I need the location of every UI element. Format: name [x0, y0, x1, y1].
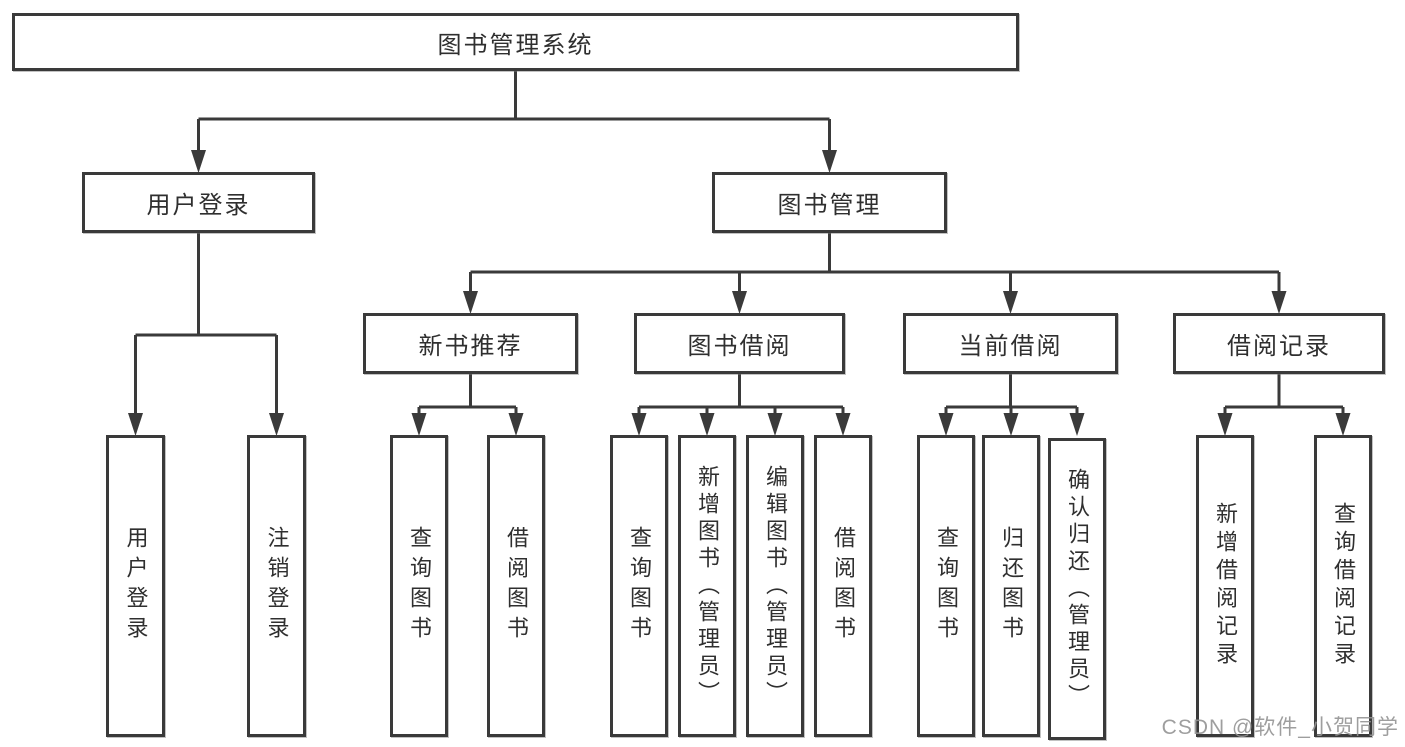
node-current-borrow-label: 当前借阅	[958, 333, 1063, 360]
node-root-label: 图书管理系统	[437, 31, 594, 59]
leaf-add-borrow-record-label: 新增借阅记录	[1213, 502, 1238, 670]
leaf-add-books-admin-label: 新增图书（管理员）	[695, 464, 720, 708]
node-book-management-label: 图书管理	[777, 192, 882, 219]
leaf-logout: 注销登录	[247, 435, 306, 737]
leaf-recommend-borrow-books-label: 借阅图书	[504, 526, 529, 646]
leaf-confirm-return-admin-label: 确认归还（管理员）	[1065, 467, 1090, 711]
leaf-borrow-query-books: 查询图书	[610, 435, 668, 737]
node-borrow-records: 借阅记录	[1173, 313, 1385, 374]
leaf-add-books-admin: 新增图书（管理员）	[678, 435, 736, 737]
leaf-current-query-books: 查询图书	[917, 435, 975, 737]
node-root: 图书管理系统	[12, 13, 1019, 71]
leaf-edit-books-admin-label: 编辑图书（管理员）	[763, 464, 788, 708]
leaf-recommend-query-books: 查询图书	[390, 435, 448, 737]
leaf-borrow-books: 借阅图书	[814, 435, 872, 737]
node-book-borrow-label: 图书借阅	[687, 333, 792, 360]
leaf-edit-books-admin: 编辑图书（管理员）	[746, 435, 804, 737]
node-user-login-label: 用户登录	[146, 192, 251, 219]
node-borrow-records-label: 借阅记录	[1227, 333, 1331, 360]
leaf-recommend-borrow-books: 借阅图书	[487, 435, 545, 737]
node-book-borrow: 图书借阅	[634, 313, 845, 374]
node-book-management: 图书管理	[712, 172, 947, 233]
leaf-user-login: 用户登录	[106, 435, 165, 737]
leaf-query-borrow-record: 查询借阅记录	[1314, 435, 1372, 737]
leaf-add-borrow-record: 新增借阅记录	[1196, 435, 1254, 737]
leaf-query-borrow-record-label: 查询借阅记录	[1331, 502, 1356, 670]
leaf-recommend-query-books-label: 查询图书	[407, 526, 432, 646]
leaf-borrow-books-label: 借阅图书	[831, 526, 856, 646]
node-user-login: 用户登录	[82, 172, 315, 233]
node-new-book-recommend: 新书推荐	[363, 313, 578, 374]
node-new-book-recommend-label: 新书推荐	[418, 333, 523, 360]
leaf-logout-label: 注销登录	[264, 526, 290, 646]
leaf-user-login-label: 用户登录	[123, 526, 149, 646]
leaf-current-query-books-label: 查询图书	[934, 526, 959, 646]
leaf-confirm-return-admin: 确认归还（管理员）	[1048, 438, 1106, 740]
leaf-return-books-label: 归还图书	[999, 526, 1024, 646]
leaf-borrow-query-books-label: 查询图书	[627, 526, 652, 646]
watermark: CSDN @软件_小贺同学	[1161, 716, 1399, 739]
leaf-return-books: 归还图书	[982, 435, 1040, 737]
node-current-borrow: 当前借阅	[903, 313, 1118, 374]
